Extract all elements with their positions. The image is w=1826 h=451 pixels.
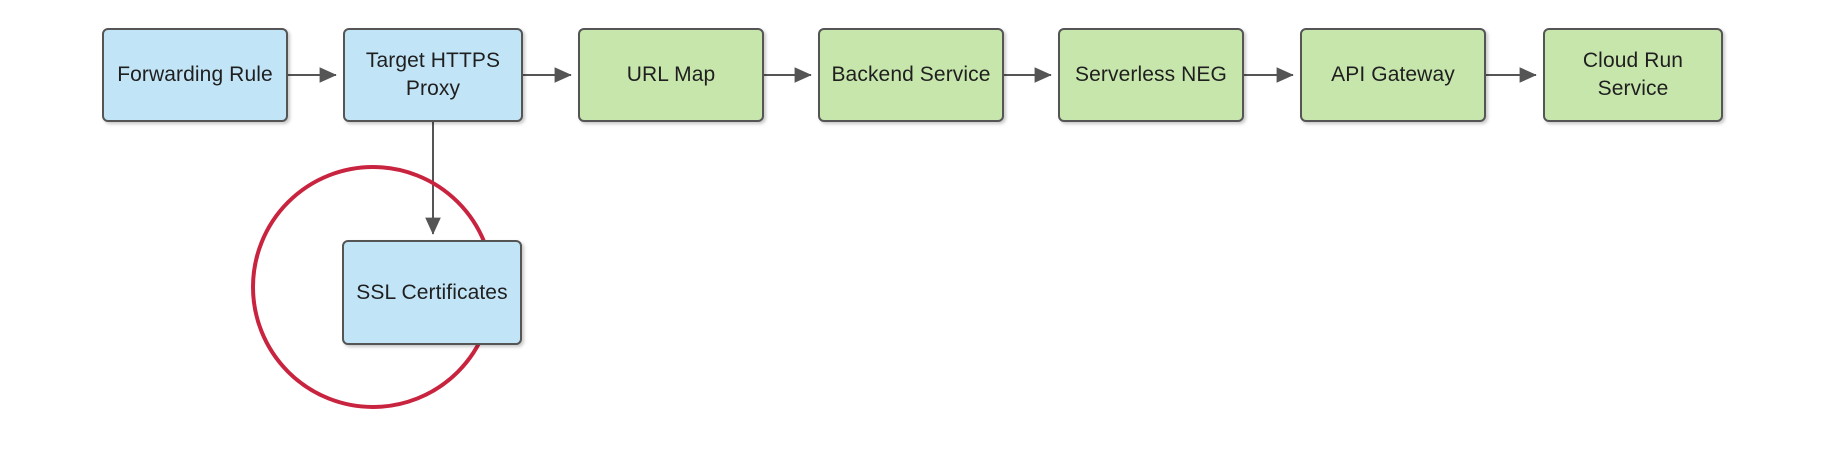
node-label-api-gateway: API Gateway — [1331, 63, 1455, 87]
node-label-target-https-proxy: Target HTTPS Proxy — [365, 49, 501, 100]
node-api-gateway[interactable]: API Gateway — [1300, 28, 1486, 122]
node-ssl-certificates[interactable]: SSL Certificates — [342, 240, 522, 345]
node-cloud-run-service[interactable]: Cloud Run Service — [1543, 28, 1723, 122]
node-forwarding-rule[interactable]: Forwarding Rule — [102, 28, 288, 122]
node-backend-service[interactable]: Backend Service — [818, 28, 1004, 122]
node-label-serverless-neg: Serverless NEG — [1075, 63, 1227, 87]
node-url-map[interactable]: URL Map — [578, 28, 764, 122]
node-serverless-neg[interactable]: Serverless NEG — [1058, 28, 1244, 122]
node-label-backend-service: Backend Service — [831, 63, 991, 87]
node-label-ssl-certificates: SSL Certificates — [356, 280, 508, 304]
node-target-https-proxy[interactable]: Target HTTPS Proxy — [343, 28, 523, 122]
node-label-url-map: URL Map — [626, 63, 716, 87]
node-label-cloud-run-service: Cloud Run Service — [1582, 49, 1684, 100]
node-label-forwarding-rule: Forwarding Rule — [117, 63, 273, 87]
